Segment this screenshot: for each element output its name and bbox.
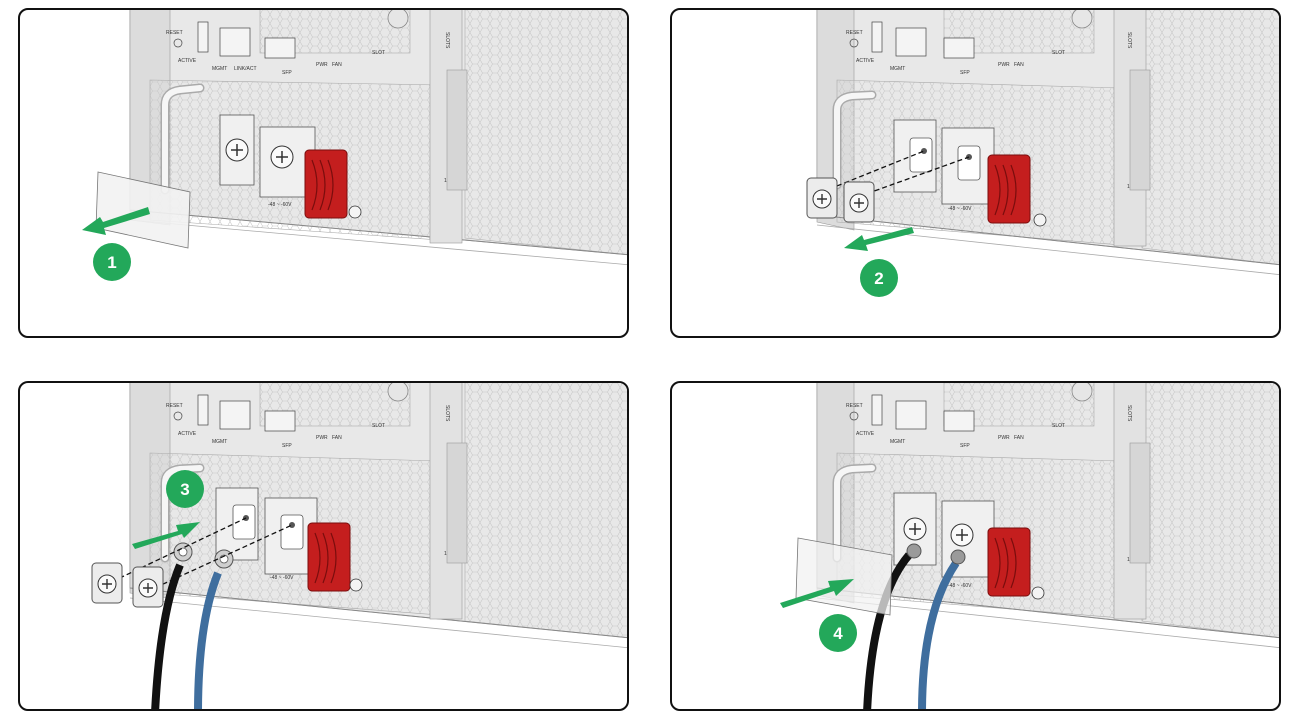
pwr-label: PWR (998, 62, 1010, 68)
sfp-label: SFP (282, 70, 292, 76)
step-1-illustration: RESET ACTIVE MGMT LINK/ACT SFP PWR FAN S… (82, 10, 627, 281)
svg-text:2: 2 (874, 269, 883, 288)
chassis: RESET ACTIVE MGMT LINK/ACT SFP PWR FAN S… (129, 10, 627, 266)
reset-label: RESET (846, 403, 863, 409)
step-4-illustration: RESET ACTIVE MGMT SFP PWR FAN SLOT SLOTS… (780, 383, 1279, 709)
step-4-badge: 4 (819, 614, 857, 652)
slot-number: 1 (444, 551, 447, 557)
sfp-label: SFP (282, 443, 292, 449)
reset-label: RESET (846, 30, 863, 36)
voltage-label: -48 ~ -60V (948, 206, 972, 212)
step-2-badge: 2 (860, 259, 898, 297)
mgmt-label: MGMT (890, 66, 905, 72)
link-act-label: LINK/ACT (234, 66, 257, 72)
slots-label: SLOTS (1126, 405, 1132, 422)
active-label: ACTIVE (856, 58, 875, 64)
install-arrow (780, 579, 854, 608)
remove-arrow (844, 227, 914, 251)
install-arrow (132, 522, 200, 549)
pwr-label: PWR (316, 62, 328, 68)
svg-text:3: 3 (180, 480, 189, 499)
voltage-label: -48 ~ -60V (268, 202, 292, 208)
step-2-illustration: RESET ACTIVE MGMT SFP PWR FAN SLOT SLOTS… (806, 10, 1279, 297)
sfp-label: SFP (960, 70, 970, 76)
protective-cover (795, 537, 893, 616)
slot-label: SLOT (1052, 423, 1065, 429)
chassis: RESET ACTIVE MGMT SFP PWR FAN SLOT SLOTS… (816, 10, 1279, 275)
removed-screws (806, 150, 970, 223)
voltage-label: -48 ~ -60V (270, 575, 294, 581)
step-1-badge: 1 (93, 243, 131, 281)
fan-label: FAN (332, 62, 342, 68)
fan-label: FAN (332, 435, 342, 441)
step-4-panel: RESET ACTIVE MGMT SFP PWR FAN SLOT SLOTS… (670, 381, 1281, 711)
active-label: ACTIVE (856, 431, 875, 437)
mgmt-label: MGMT (212, 66, 227, 72)
chassis: RESET ACTIVE MGMT SFP PWR FAN SLOT SLOTS… (129, 383, 627, 649)
svg-text:4: 4 (833, 624, 843, 643)
power-cables (863, 543, 966, 709)
slots-label: SLOTS (444, 32, 450, 49)
reset-label: RESET (166, 403, 183, 409)
chassis: RESET ACTIVE MGMT SFP PWR FAN SLOT SLOTS… (816, 383, 1279, 648)
slot-number: 1 (1127, 557, 1130, 563)
slot-label: SLOT (372, 50, 385, 56)
slot-number: 1 (444, 178, 447, 184)
mgmt-label: MGMT (212, 439, 227, 445)
step-3-badge: 3 (166, 470, 204, 508)
reset-label: RESET (166, 30, 183, 36)
slots-label: SLOTS (444, 405, 450, 422)
slot-number: 1 (1127, 184, 1130, 190)
active-label: ACTIVE (178, 58, 197, 64)
step-1-panel: RESET ACTIVE MGMT LINK/ACT SFP PWR FAN S… (18, 8, 629, 338)
pwr-label: PWR (316, 435, 328, 441)
mgmt-label: MGMT (890, 439, 905, 445)
step-2-panel: RESET ACTIVE MGMT SFP PWR FAN SLOT SLOTS… (670, 8, 1281, 338)
remove-arrow (82, 207, 150, 235)
pwr-label: PWR (998, 435, 1010, 441)
fan-label: FAN (1014, 62, 1024, 68)
voltage-label: -48 ~ -60V (948, 583, 972, 589)
svg-text:1: 1 (107, 253, 116, 272)
sfp-label: SFP (960, 443, 970, 449)
power-cables (151, 542, 234, 709)
step-3-illustration: RESET ACTIVE MGMT SFP PWR FAN SLOT SLOTS… (91, 383, 627, 709)
slot-label: SLOT (1052, 50, 1065, 56)
fan-label: FAN (1014, 435, 1024, 441)
screws (91, 517, 293, 608)
step-3-panel: RESET ACTIVE MGMT SFP PWR FAN SLOT SLOTS… (18, 381, 629, 711)
active-label: ACTIVE (178, 431, 197, 437)
slots-label: SLOTS (1126, 32, 1132, 49)
slot-label: SLOT (372, 423, 385, 429)
